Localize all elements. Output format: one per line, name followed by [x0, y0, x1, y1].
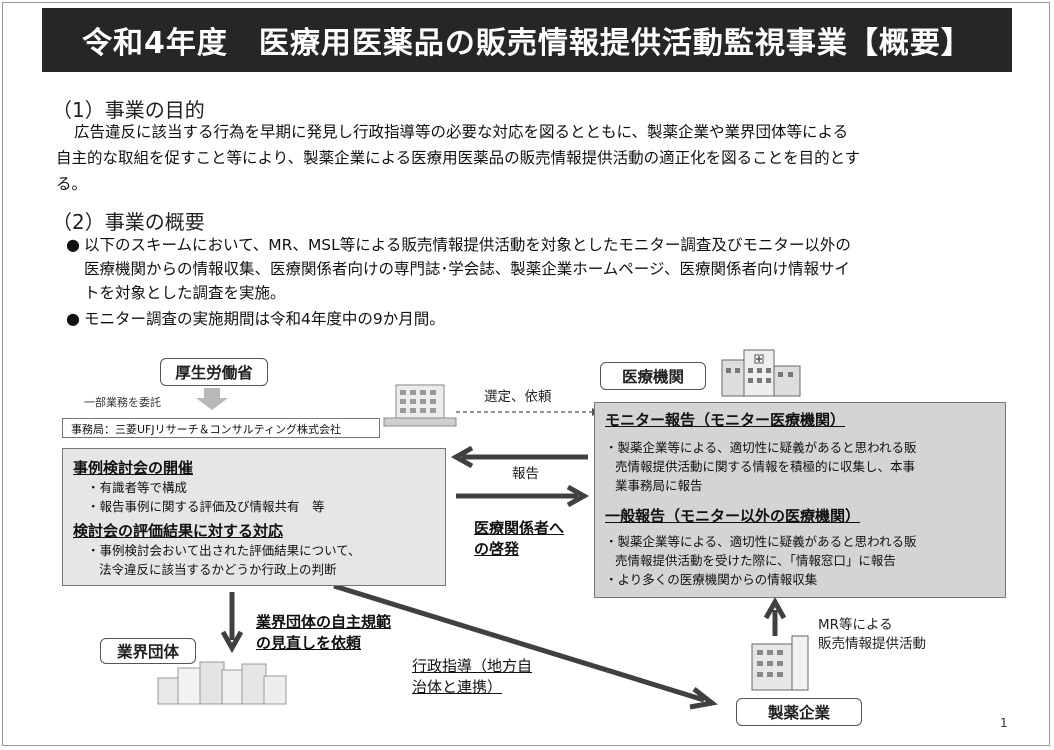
case-meeting-heading: 事例検討会の開催 — [73, 459, 194, 477]
bullet1-line1: 以下のスキームにおいて、MR、MSL等による販売情報提供活動を対象としたモニター… — [84, 236, 851, 254]
monitor-line: 売情報提供活動に関する情報を積極的に収集し、本事 — [615, 459, 916, 474]
secretariat-box: 事務局：三菱UFJリサーチ＆コンサルティング株式会社 — [62, 418, 380, 438]
section2-heading: （2）事業の概要 — [52, 210, 205, 234]
monitor-box: モニター報告（モニター医療機関） ・製薬企業等による、適切性に疑義があると思われ… — [594, 402, 1006, 598]
bullet2-line1: モニター調査の実施期間は令和4年度中の9か月間。 — [84, 310, 445, 328]
general-report-line: ・製薬企業等による、適切性に疑義があると思われる販 — [605, 534, 917, 549]
admin-guidance-line: 治体と連携） — [412, 678, 503, 696]
self-regulation-line: の見直しを依頼 — [256, 634, 362, 652]
admin-guidance-label: 行政指導（地方自 治体と連携） — [412, 656, 532, 698]
industry-label: 業界団体 — [100, 638, 196, 664]
section1-line1: 広告違反に該当する行為を早期に発見し行政指導等の必要な対応を図るとともに、製薬企… — [74, 123, 849, 141]
section1-line2: 自主的な取組を促すこと等により、製薬企業による医療用医薬品の販売情報提供活動の適… — [56, 149, 861, 167]
awareness-line: の啓発 — [474, 540, 520, 558]
bullet-item: ● 以下のスキームにおいて、MR、MSL等による販売情報提供活動を対象としたモニ… — [66, 233, 851, 305]
mhlw-label: 厚生労働省 — [160, 358, 268, 386]
mr-activity-line: 販売情報提供活動 — [818, 636, 926, 652]
section1-heading: （1）事業の目的 — [52, 98, 205, 122]
documents-icon — [157, 661, 287, 705]
general-report-line: 売情報提供活動を受けた際に、「情報窓口」に報告 — [615, 553, 896, 568]
factory-icon — [751, 635, 809, 691]
hospital-icon — [721, 349, 801, 397]
monitor-heading: モニター報告（モニター医療機関） — [605, 411, 846, 429]
general-report-heading: 一般報告（モニター以外の医療機関） — [605, 507, 861, 525]
medical-institution-label: 医療機関 — [600, 362, 706, 390]
monitor-line: 業事務局に報告 — [615, 478, 703, 493]
evaluation-item: ・事例検討会おいて出された評価結果について、 — [87, 543, 361, 558]
pharma-company-label: 製薬企業 — [736, 698, 862, 726]
bullet-icon: ● — [66, 309, 80, 328]
self-regulation-label: 業界団体の自主規範 の見直しを依頼 — [256, 612, 391, 654]
evaluation-item: 法令違反に該当するかどうか行政上の判断 — [99, 562, 337, 577]
office-icon — [383, 384, 457, 427]
page-number: 1 — [1000, 716, 1008, 730]
page-title: 令和4年度 医療用医薬品の販売情報提供活動監視事業【概要】 — [42, 8, 1012, 72]
bullet1-line3: トを対象とした調査を実施。 — [84, 284, 286, 302]
selection-label: 選定、依頼 — [484, 389, 552, 405]
bullet-item: ● モニター調査の実施期間は令和4年度中の9か月間。 — [66, 307, 445, 331]
case-meeting-item: ・報告事例に関する評価及び情報共有 等 — [87, 499, 325, 514]
general-report-line: ・より多くの医療機関からの情報収集 — [605, 572, 818, 587]
case-meeting-item: ・有識者等で構成 — [87, 480, 188, 495]
report-label: 報告 — [512, 466, 539, 482]
admin-arrow — [333, 583, 705, 703]
mr-activity-line: MR等による — [818, 617, 893, 633]
monitor-line: ・製薬企業等による、適切性に疑義があると思われる販 — [605, 440, 917, 455]
bullet-icon: ● — [66, 235, 80, 254]
awareness-label: 医療関係者へ の啓発 — [474, 518, 564, 560]
admin-guidance-line: 行政指導（地方自 — [412, 657, 533, 675]
self-regulation-line: 業界団体の自主規範 — [256, 613, 392, 631]
case-meeting-box: 事例検討会の開催 ・有識者等で構成 ・報告事例に関する評価及び情報共有 等 検討… — [62, 448, 446, 586]
bullet1-line2: 医療機関からの情報収集、医療関係者向けの専門誌･学会誌、製薬企業ホームページ、医… — [84, 260, 851, 278]
awareness-line: 医療関係者へ — [474, 519, 565, 537]
section1-line3: る。 — [56, 175, 88, 193]
delegate-arrow — [196, 388, 228, 410]
evaluation-heading: 検討会の評価結果に対する対応 — [73, 522, 284, 540]
delegate-text: 一部業務を委託 — [84, 396, 161, 409]
mr-activity-label: MR等による 販売情報提供活動 — [818, 616, 926, 654]
